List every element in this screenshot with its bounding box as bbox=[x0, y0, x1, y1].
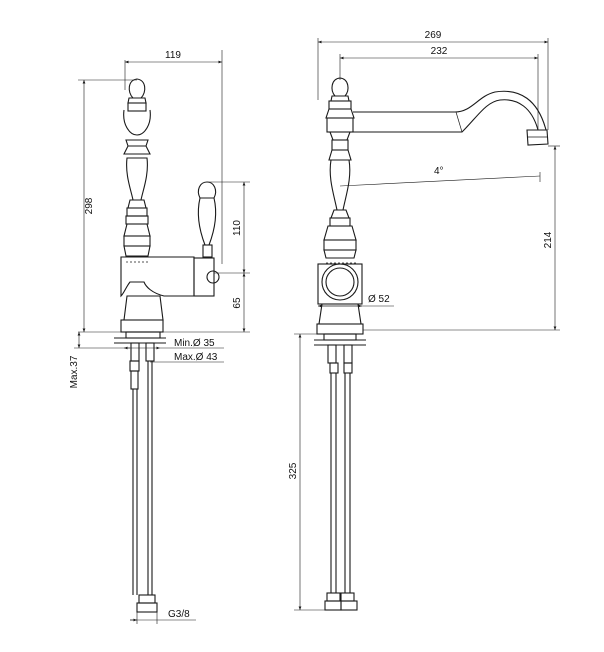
label-total-width: 269 bbox=[425, 30, 442, 41]
dimension-labels: 119 298 110 65 Min.Ø 35 Max.Ø 43 Max.37 … bbox=[69, 30, 554, 620]
label-hose-length: 325 bbox=[288, 462, 299, 479]
label-overall-height: 298 bbox=[84, 197, 95, 214]
label-spout-height: 214 bbox=[543, 231, 554, 248]
label-max-thickness: Max.37 bbox=[69, 355, 80, 388]
side-view-dimensions bbox=[74, 50, 250, 624]
label-handle-height: 110 bbox=[232, 220, 243, 236]
label-base-height: 65 bbox=[232, 297, 243, 309]
side-view bbox=[114, 78, 220, 613]
label-spout-reach: 232 bbox=[431, 46, 448, 57]
label-hole-max: Max.Ø 43 bbox=[174, 352, 218, 363]
label-spout-angle: 4° bbox=[434, 166, 444, 177]
front-view bbox=[314, 77, 549, 611]
label-left-width: 119 bbox=[165, 50, 181, 61]
label-hole-min: Min.Ø 35 bbox=[174, 338, 215, 349]
front-view-dimensions bbox=[294, 38, 560, 611]
label-body-diameter: Ø 52 bbox=[368, 294, 390, 305]
label-thread: G3/8 bbox=[168, 609, 190, 620]
